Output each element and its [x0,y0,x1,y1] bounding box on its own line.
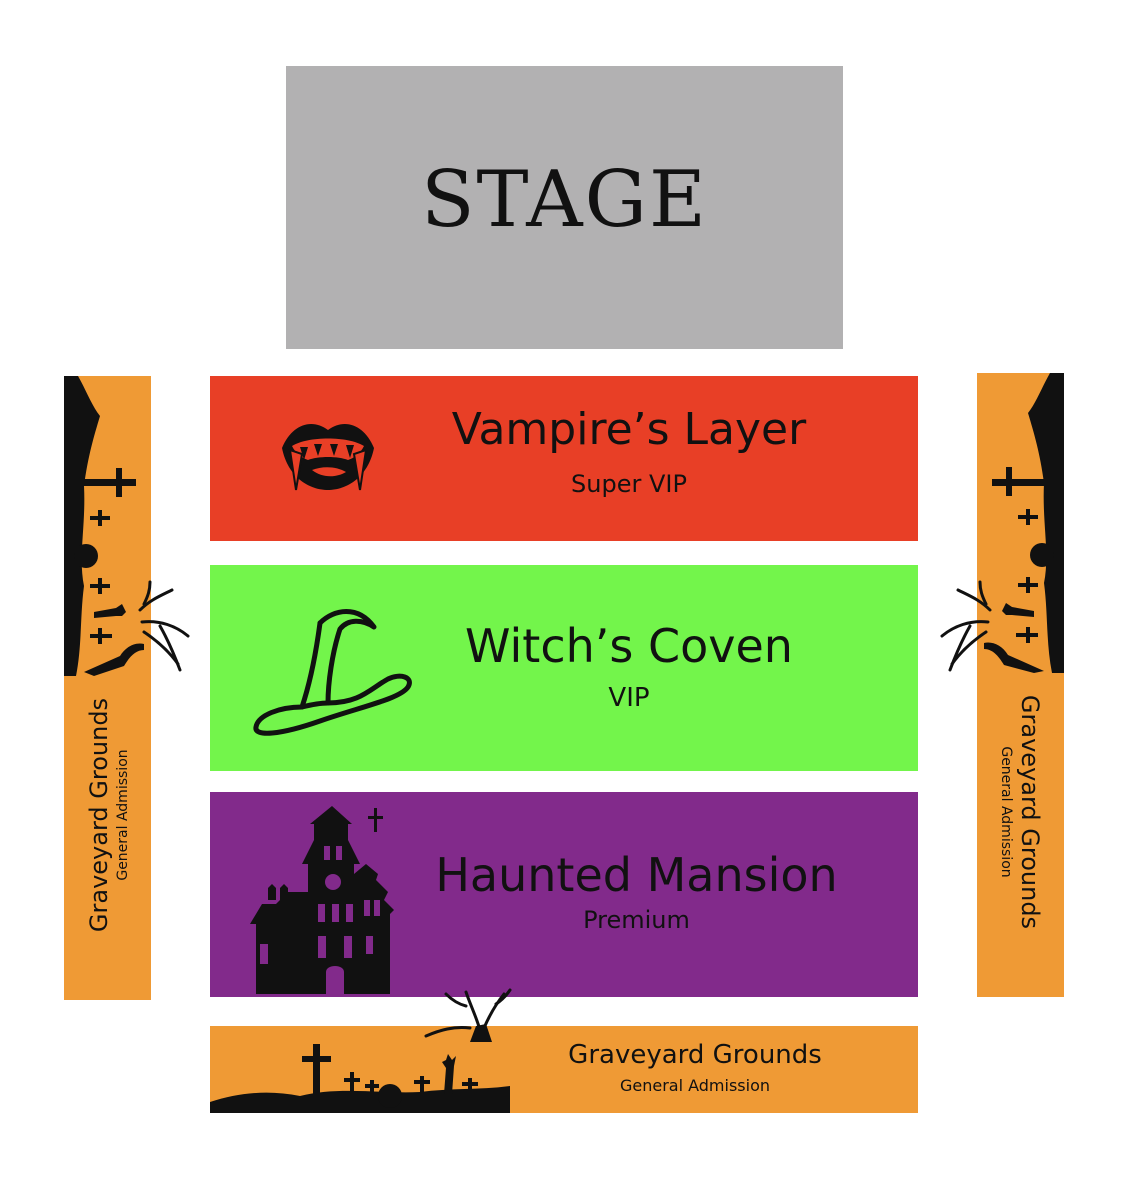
stage-area[interactable]: STAGE [286,66,843,349]
vampire-mouth-icon [278,414,378,496]
section-haunted-mansion[interactable]: Haunted Mansion Premium [210,792,918,997]
section-title: Graveyard Grounds [568,1040,822,1070]
section-title: Vampire’s Layer [451,404,807,455]
graveyard-icon [210,1042,510,1113]
section-tier: Super VIP [571,470,687,498]
section-graveyard-grounds-bottom[interactable]: Graveyard Grounds General Admission [210,1026,918,1113]
section-vampires-layer[interactable]: Vampire’s Layer Super VIP [210,376,918,541]
section-tier: General Admission [619,1076,771,1095]
section-witchs-coven[interactable]: Witch’s Coven VIP [210,565,918,771]
section-tier: Premium [583,906,690,934]
witch-hat-icon [250,603,420,738]
vertical-label: Graveyard Grounds General Admission [64,670,151,960]
section-tier: General Admission [997,746,1014,878]
section-title: Witch’s Coven [465,619,793,673]
section-graveyard-grounds-right[interactable]: Graveyard Grounds General Admission [977,373,1064,997]
section-tier: General Admission [114,749,131,881]
graveyard-icon [977,373,1064,673]
stage-label: STAGE [421,154,708,245]
vertical-label: Graveyard Grounds General Admission [977,667,1064,957]
haunted-house-icon [248,804,418,994]
section-tier: VIP [608,683,650,713]
graveyard-icon [64,376,151,676]
section-title: Graveyard Grounds [1015,694,1044,930]
section-graveyard-grounds-left[interactable]: Graveyard Grounds General Admission [64,376,151,1000]
section-title: Graveyard Grounds [84,697,113,933]
section-title: Haunted Mansion [435,848,838,902]
